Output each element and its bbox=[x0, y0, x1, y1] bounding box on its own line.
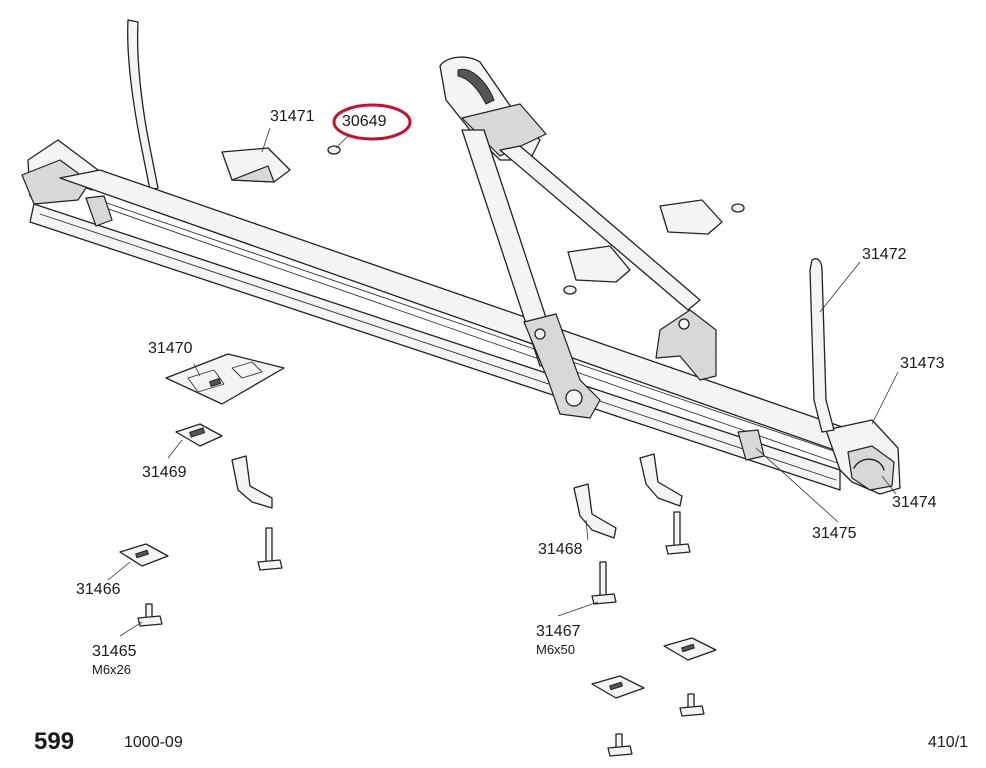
part-31472-strap bbox=[809, 258, 835, 433]
page-number: 599 bbox=[34, 728, 75, 755]
main-rail bbox=[21, 139, 901, 495]
date-code: 1000-09 bbox=[124, 734, 183, 751]
label-31475: 31475 bbox=[812, 525, 857, 542]
pad-right bbox=[567, 199, 723, 283]
part-31470-plate bbox=[165, 353, 285, 405]
label-31467-size: M6x50 bbox=[536, 642, 576, 657]
part-31471-pad bbox=[221, 147, 291, 183]
part-31467-bolt bbox=[257, 511, 691, 605]
leader-lines bbox=[107, 127, 899, 637]
label-31469: 31469 bbox=[142, 464, 187, 481]
part-31475-clip bbox=[737, 429, 765, 461]
wheel-strap-left bbox=[127, 19, 159, 191]
label-31473: 31473 bbox=[900, 355, 945, 372]
label-30649: 30649 bbox=[342, 113, 387, 130]
highlight-ellipse bbox=[332, 103, 412, 141]
label-31465-size: M6x26 bbox=[92, 662, 132, 677]
label-31466: 31466 bbox=[76, 581, 121, 598]
part-31465-bolt bbox=[137, 603, 705, 757]
label-31471: 31471 bbox=[270, 108, 315, 125]
part-31468-bracket bbox=[231, 453, 683, 539]
label-31472: 31472 bbox=[862, 246, 907, 263]
part-31469-plate bbox=[175, 423, 223, 447]
label-31467: 31467 bbox=[536, 623, 581, 640]
frame-holder-arm bbox=[439, 56, 717, 419]
label-31468: 31468 bbox=[538, 541, 583, 558]
part-30649-screw bbox=[327, 145, 745, 295]
label-31465: 31465 bbox=[92, 643, 137, 660]
label-31474: 31474 bbox=[892, 494, 937, 511]
part-31466-washer bbox=[119, 543, 717, 699]
label-31470: 31470 bbox=[148, 340, 193, 357]
reference-code: 410/1 bbox=[928, 734, 969, 751]
